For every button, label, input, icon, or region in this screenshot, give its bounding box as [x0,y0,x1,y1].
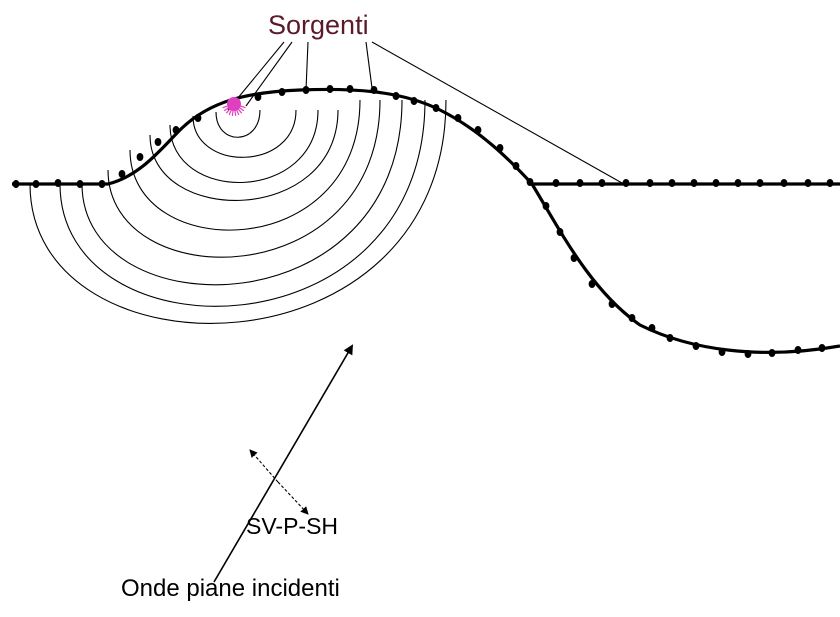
receiver-station-dot [119,170,126,178]
receiver-station-dot [255,93,262,101]
receiver-station-dot [669,179,676,187]
receiver-station-dot [527,178,534,186]
receiver-station-dot [629,314,636,322]
receiver-station-dot [303,86,310,94]
receiver-station-dot [411,97,418,105]
receiver-station-dot [513,162,520,170]
receiver-station-dot [327,85,334,93]
receiver-station-dot [769,349,776,357]
source-leader-line [306,42,308,90]
receiver-station-dot [497,144,504,152]
receiver-station-dot [827,179,834,187]
receiver-station-dot [371,86,378,94]
source-point-icon [223,97,246,116]
receiver-station-dot [393,92,400,100]
receiver-station-dot [647,179,654,187]
incident-wave-arrow [214,346,352,582]
receiver-station-dot [173,126,180,134]
receiver-station-dot [77,180,84,188]
receiver-station-dot [571,254,578,262]
receiver-station-dot [781,179,788,187]
receiver-station-dot [557,228,564,236]
wavefront-arc [108,100,380,257]
receiver-station-dot [735,179,742,187]
receiver-station-dot [347,85,354,93]
wavefront-arc [193,110,296,157]
incident-arrows [214,346,352,582]
receiver-station-dot [433,104,440,112]
receiver-station-dot [719,348,726,356]
receiver-station-dot [33,180,40,188]
receiver-station-dot [155,138,162,146]
receiver-station-dot [195,114,202,122]
receiver-station-dot [553,179,560,187]
receiver-station-dot [819,344,826,352]
receiver-station-dot [795,346,802,354]
source-leader-line [372,42,622,183]
receiver-station-dot [55,179,62,187]
receiver-station-dot [475,126,482,134]
wavefront-arc [30,100,446,323]
receiver-station-dot [543,202,550,210]
receiver-station-dot [589,280,596,288]
wavefronts [30,100,446,323]
receiver-station-dot [693,342,700,350]
source-leader-line [246,42,292,106]
source-point-dot [227,97,241,111]
receiver-station-dot [455,114,462,122]
receiver-station-dot [745,350,752,358]
receiver-station-dot [137,153,144,161]
receiver-station-dot [713,179,720,187]
sources-label: Sorgenti [268,12,369,39]
polarization-arrow-up [250,450,278,482]
receiver-station-dot [757,179,764,187]
receiver-station-dot [13,180,20,188]
receiver-station-dot [599,179,606,187]
receiver-station-dot [577,179,584,187]
receiver-station-dot [609,300,616,308]
wavefront-arc [130,100,360,230]
receiver-station-dot [623,179,630,187]
source-leader-line [366,42,372,88]
receiver-station-dot [649,324,656,332]
receiver-station-dot [279,88,286,96]
receiver-station-dot [691,179,698,187]
receiver-station-dot [99,180,106,188]
receiver-stations [13,85,834,358]
wave-types-label: SV-P-SH [246,515,338,538]
receiver-station-dot [805,179,812,187]
incident-waves-label: Onde piane incidenti [121,577,340,601]
receiver-station-dot [667,334,674,342]
polarization-arrow-down [278,482,308,514]
